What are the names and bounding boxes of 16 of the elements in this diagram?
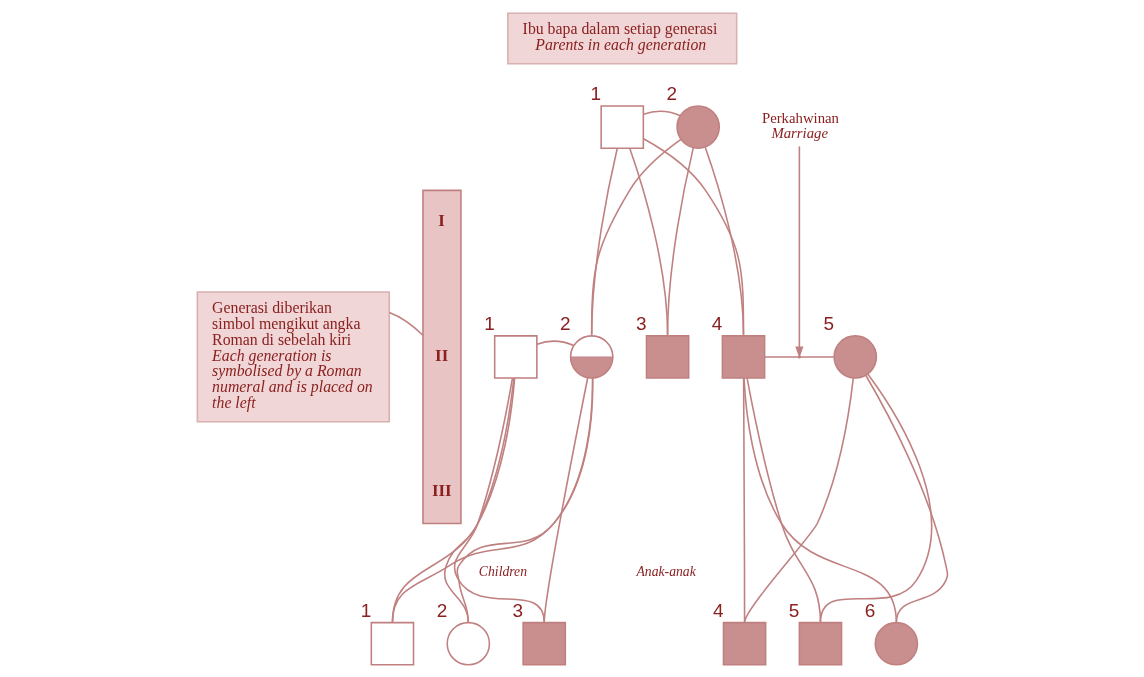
node-label: 2 (436, 599, 447, 621)
node-label: 1 (590, 82, 601, 104)
node-label: 3 (635, 312, 647, 334)
node-label: 6 (864, 599, 875, 621)
node-label: 5 (823, 312, 834, 334)
node-label: 1 (483, 312, 495, 334)
node-label: 5 (788, 599, 799, 621)
node-label: 2 (666, 82, 677, 104)
node-label: 1 (360, 599, 371, 621)
node-label: 3 (512, 599, 523, 621)
node-label: 2 (559, 312, 571, 334)
label: Anak-anak (635, 563, 696, 579)
label: Children (478, 563, 527, 579)
node-text: Perkahwinan Marriage (761, 109, 839, 141)
node-label: 4 (711, 312, 722, 334)
node-label: 4 (712, 599, 723, 621)
